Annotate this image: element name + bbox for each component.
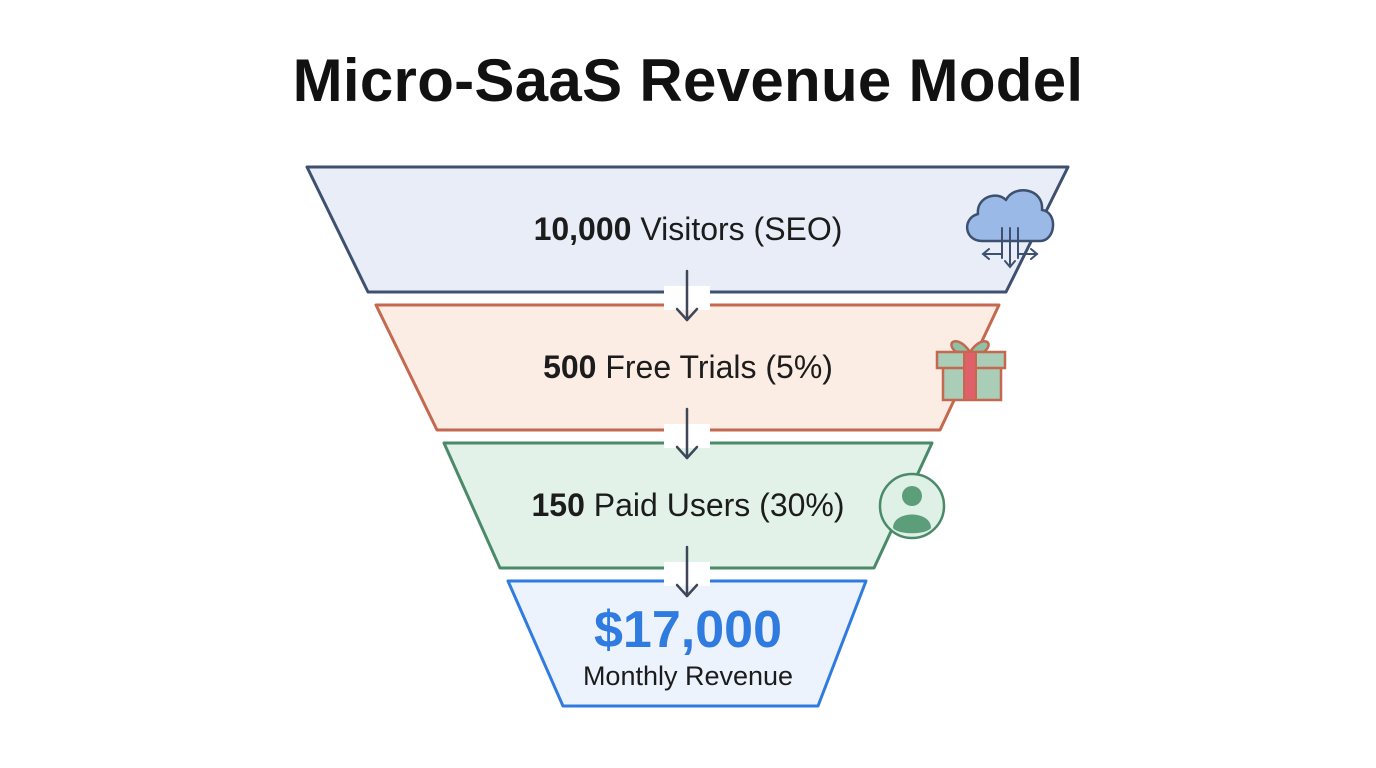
- arrow-down-icon: [664, 407, 710, 460]
- stage-description: Paid Users (30%): [593, 487, 845, 523]
- funnel-stage-free-trials: [374, 303, 1001, 432]
- arrow-down-icon: [664, 269, 710, 322]
- funnel-stage-visitors: [305, 165, 1070, 294]
- stage-label-visitors: 10,000 Visitors (SEO): [0, 211, 1376, 248]
- funnel-stage-paid-users: [442, 441, 934, 570]
- arrow-down-icon: [664, 545, 710, 598]
- stage-label-paid-users: 150 Paid Users (30%): [0, 487, 1376, 524]
- stage-label-free-trials: 500 Free Trials (5%): [0, 349, 1376, 386]
- cloud-sync-icon: [966, 189, 1055, 269]
- stage-description: Free Trials (5%): [605, 349, 833, 385]
- stage-value: 150: [531, 487, 585, 523]
- stage-value: 500: [543, 349, 597, 385]
- stage-value: 10,000: [533, 211, 632, 247]
- revenue-label: Monthly Revenue: [582, 661, 794, 691]
- user-icon: [878, 472, 946, 540]
- revenue-amount: $17,000: [594, 601, 782, 659]
- diagram-title: Micro-SaaS Revenue Model: [292, 47, 1084, 114]
- gift-icon: [935, 340, 1007, 402]
- stage-description: Visitors (SEO): [640, 211, 843, 247]
- funnel-stage-revenue: [506, 579, 868, 708]
